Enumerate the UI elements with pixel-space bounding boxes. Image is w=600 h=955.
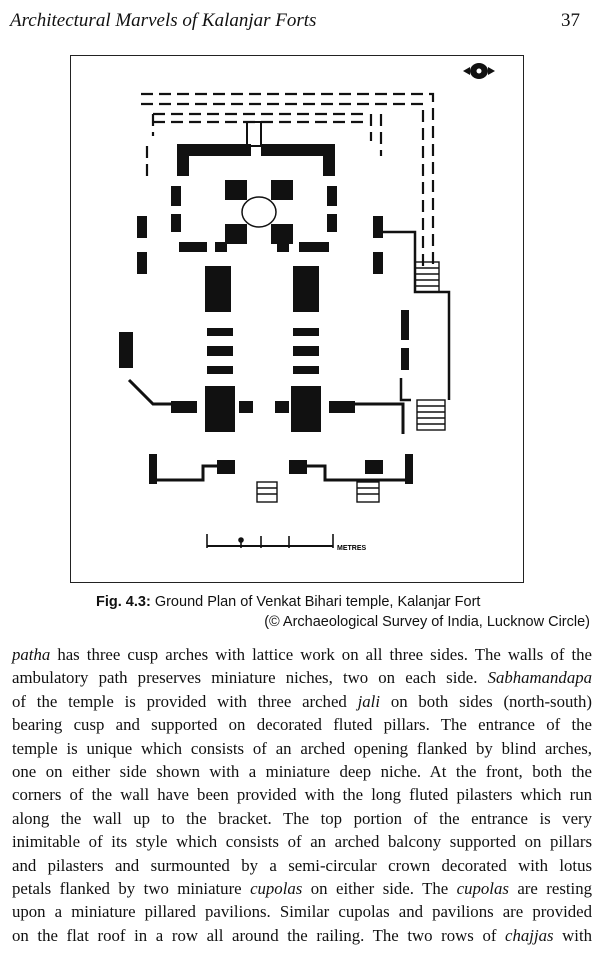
running-head: Architectural Marvels of Kalanjar Forts … <box>10 10 590 38</box>
text-run: bearing cusp and supported on decorated … <box>12 715 592 735</box>
text-run: are resting <box>508 879 592 899</box>
right-outer-wall <box>383 230 451 402</box>
text-run: has three cusp arches with lattice work … <box>50 645 592 664</box>
sanctum <box>225 180 293 244</box>
caption-label: Fig. 4.3: <box>96 594 151 610</box>
side-staircase-lower <box>416 399 446 431</box>
text-run: on either side. The <box>302 879 457 899</box>
body-line: of the temple is provided with three arc… <box>12 690 592 713</box>
figure-frame: METRES <box>70 55 524 583</box>
italic-term: Sabhamandapa <box>487 668 592 688</box>
text-run: of the temple is provided with three arc… <box>12 691 358 711</box>
front-steps-right <box>356 481 380 503</box>
text-run: petals flanked by two miniature <box>12 879 251 899</box>
text-run: along the wall up to the bracket. The to… <box>12 808 592 828</box>
body-line: one on either side shown with a miniatur… <box>12 760 592 783</box>
text-run: one on either side shown with a miniatur… <box>12 762 592 782</box>
body-line: along the wall up to the bracket. The to… <box>12 807 592 830</box>
body-line: temple is unique which consists of an ar… <box>12 737 592 760</box>
body-line: and pilasters and surmounted by a semi-c… <box>12 854 592 877</box>
text-run: with <box>553 925 592 945</box>
north-arrow-icon <box>463 63 495 79</box>
front-steps-left <box>256 481 278 503</box>
body-line: petals flanked by two miniature cupolas … <box>12 877 592 900</box>
page-number: 37 <box>561 10 580 31</box>
scale-bar <box>206 534 334 548</box>
italic-term: cupolas <box>250 879 303 899</box>
body-line: patha has three cusp arches with lattice… <box>12 643 592 666</box>
body-line: bearing cusp and supported on decorated … <box>12 713 592 736</box>
scale-unit-label: METRES <box>337 545 367 552</box>
text-run: upon a miniature pillared pavilions. Sim… <box>12 902 592 922</box>
running-title: Architectural Marvels of Kalanjar Forts <box>10 10 317 31</box>
ground-plan-drawing: METRES <box>119 63 495 552</box>
text-run: on both sides (north-south) <box>380 691 592 711</box>
text-run: inimitable of its style which consists o… <box>12 832 592 852</box>
text-run: temple is unique which consists of an ar… <box>12 738 592 758</box>
body-paragraph: patha has three cusp arches with lattice… <box>12 643 592 947</box>
body-line: corners of the wall have been provided w… <box>12 783 592 806</box>
caption-title: Ground Plan of Venkat Bihari temple, Kal… <box>154 594 481 610</box>
text-run: corners of the wall have been provided w… <box>12 785 592 805</box>
ambulatory-walls <box>171 144 337 252</box>
caption-credit: (© Archaeological Survey of India, Luckn… <box>264 614 590 630</box>
text-run: and pilasters and surmounted by a semi-c… <box>12 855 592 875</box>
body-line: on the flat roof in a row all around the… <box>12 924 592 947</box>
italic-term: patha <box>12 645 51 664</box>
italic-term: chajjas <box>505 925 554 945</box>
body-line: inimitable of its style which consists o… <box>12 830 592 853</box>
side-staircase-upper <box>414 261 440 293</box>
mandapa-pillars <box>171 328 355 432</box>
body-line: ambulatory path preserves miniature nich… <box>12 666 592 689</box>
text-run: ambulatory path preserves miniature nich… <box>12 668 488 688</box>
top-porch <box>246 121 262 147</box>
figure-caption: Fig. 4.3: Ground Plan of Venkat Bihari t… <box>70 592 592 632</box>
text-run: on the flat roof in a row all around the… <box>12 925 506 945</box>
italic-term: cupolas <box>456 879 509 899</box>
body-line: upon a miniature pillared pavilions. Sim… <box>12 900 592 923</box>
side-walls <box>119 216 409 370</box>
italic-term: jali <box>357 691 380 711</box>
front-wall-blocks <box>149 454 413 484</box>
caption-line-title: Fig. 4.3: Ground Plan of Venkat Bihari t… <box>70 592 592 612</box>
